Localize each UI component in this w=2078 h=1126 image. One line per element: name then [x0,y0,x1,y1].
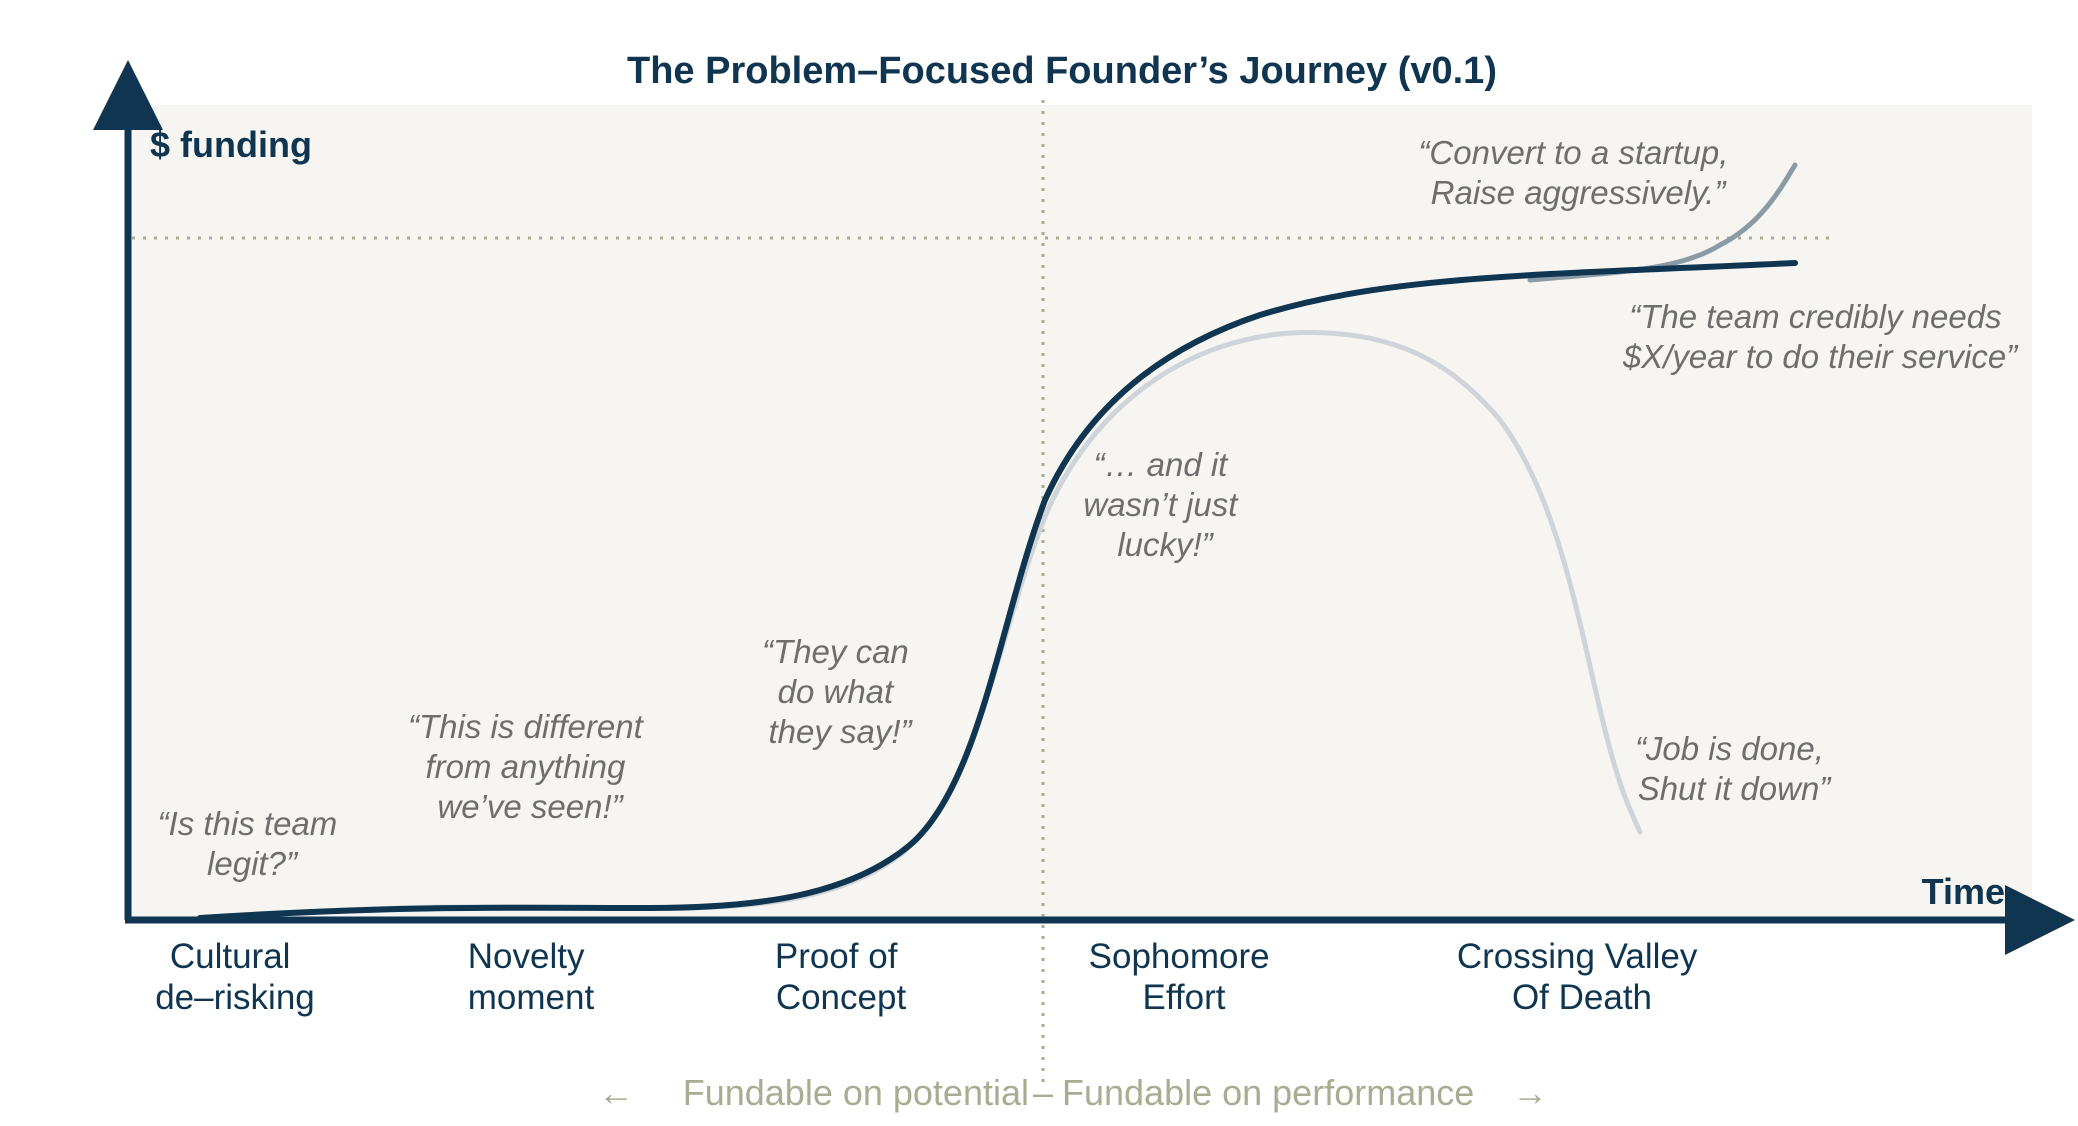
quote-convert-to-startup: “Convert to a startup, Raise aggressivel… [1418,134,1737,211]
y-axis-label: $ funding [150,124,312,165]
fundable-on-potential-label: Fundable on potential [683,1072,1029,1113]
quote-wasnt-just-lucky: “… and it wasn’t just lucky!” [1083,446,1246,563]
stage-label-novelty-moment: Novelty moment [468,937,595,1017]
quote-team-credibly-needs: “The team credibly needs $X/year to do t… [1622,298,2019,375]
x-axis-label: Time [1922,871,2005,912]
main-journey-curve [197,260,1798,921]
quote-this-is-different: “This is different from anything we’ve s… [408,708,652,825]
quote-job-is-done: “Job is done, Shut it down” [1635,730,1833,807]
fundable-on-performance-label: Fundable on performance [1062,1072,1474,1113]
quote-is-this-team-legit: “Is this team legit?” [158,805,347,882]
stage-label-sophomore-effort: Sophomore Effort [1089,937,1280,1017]
quote-they-can-do-what-they-say: “They can do what they say!” [762,633,918,750]
stage-label-crossing-valley-of-death: Crossing Valley Of Death [1457,937,1707,1017]
fundable-divider-dash: – [1033,1072,1053,1113]
plot-background [128,105,2032,920]
stage-label-cultural-de-risking: Cultural de–risking [155,937,315,1017]
fundable-right-arrow: → [1512,1072,1548,1113]
chart-title: The Problem–Focused Founder’s Journey (v… [627,50,1497,92]
stage-label-proof-of-concept: Proof of Concept [775,937,907,1017]
fundable-left-arrow: ← [598,1072,634,1113]
